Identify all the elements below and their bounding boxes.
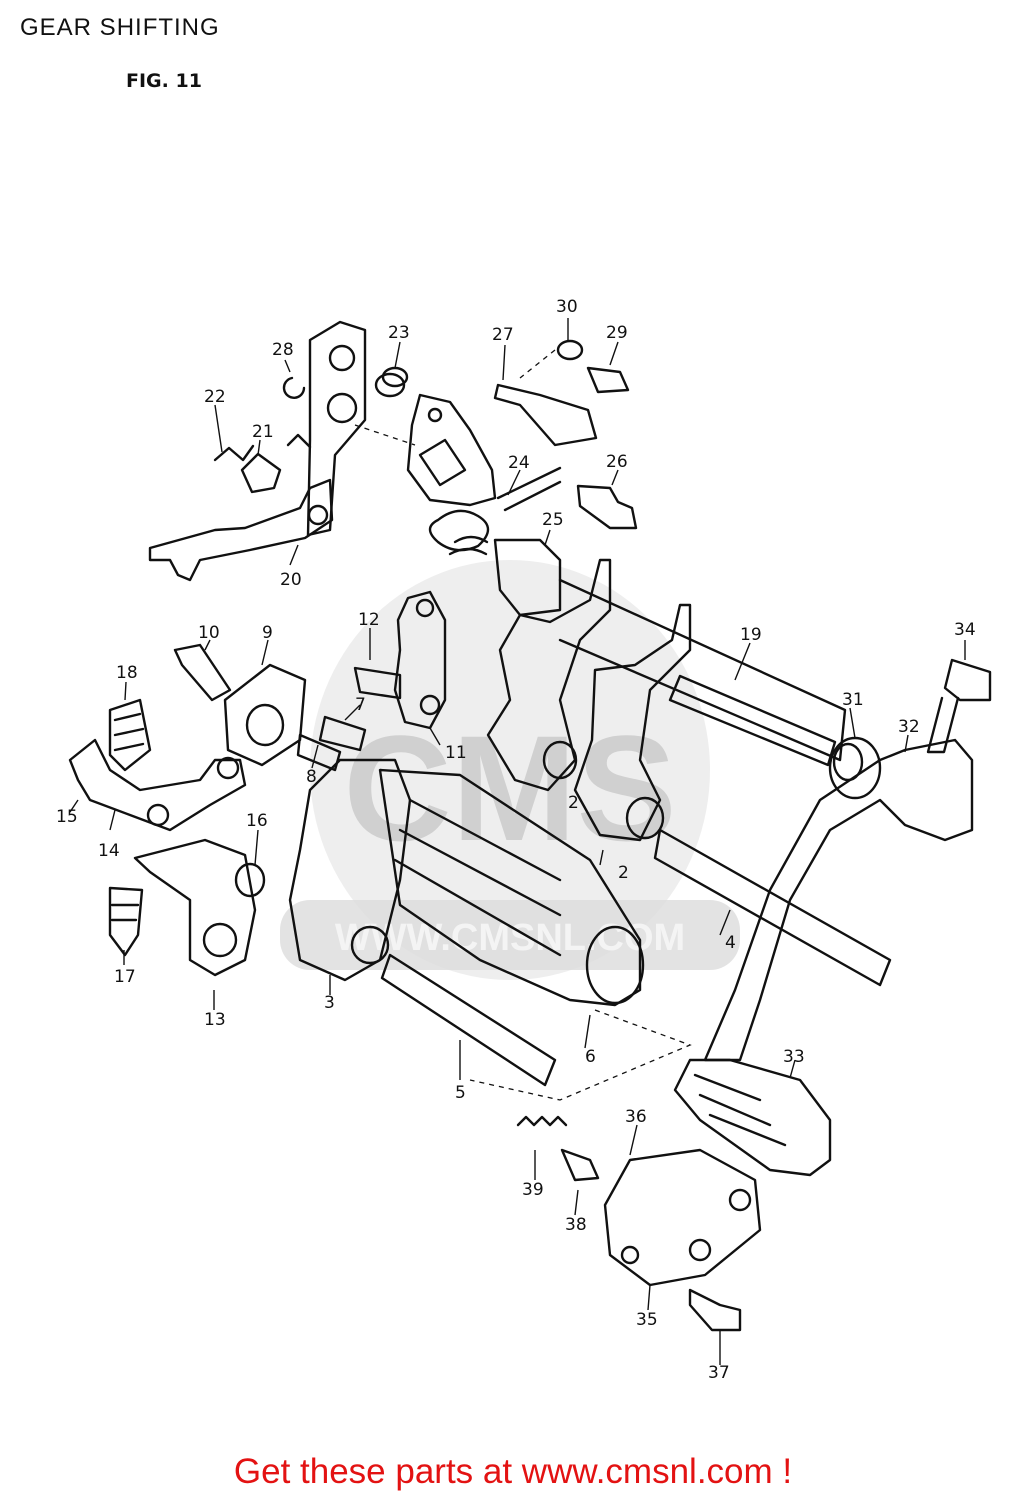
label-part-7: 7 (355, 695, 366, 715)
label-part-32: 32 (898, 717, 920, 737)
label-part-17: 17 (114, 967, 136, 987)
label-part-31: 31 (842, 690, 864, 710)
label-part-11: 11 (445, 743, 467, 763)
shift-arm-plate-20 (306, 320, 367, 537)
cover-35 (603, 1148, 762, 1287)
label-part-33: 33 (783, 1047, 805, 1067)
label-part-16: 16 (246, 811, 268, 831)
label-part-14: 14 (98, 841, 120, 861)
label-part-3: 3 (324, 993, 335, 1013)
shift-fork-2b (573, 603, 692, 842)
label-part-37: 37 (708, 1363, 730, 1383)
label-part-25: 25 (542, 510, 564, 530)
label-part-2a: 2 (618, 863, 629, 883)
label-part-13: 13 (204, 1010, 226, 1030)
page-title: GEAR SHIFTING (20, 14, 220, 41)
label-part-23: 23 (388, 323, 410, 343)
label-part-28: 28 (272, 340, 294, 360)
shift-lever-32 (703, 738, 974, 1062)
gearshift-cam-3 (288, 758, 412, 982)
label-part-10: 10 (198, 623, 220, 643)
shift-arm-20 (148, 478, 334, 582)
label-part-24: 24 (508, 453, 530, 473)
label-part-15: 15 (56, 807, 78, 827)
label-part-6: 6 (585, 1047, 596, 1067)
label-part-30: 30 (556, 297, 578, 317)
label-part-2b: 2 (568, 793, 579, 813)
figure-label: FIG. 11 (126, 70, 202, 92)
label-part-35: 35 (636, 1310, 658, 1330)
label-part-36: 36 (625, 1107, 647, 1127)
label-part-39: 39 (522, 1180, 544, 1200)
label-part-34: 34 (954, 620, 976, 640)
label-part-12: 12 (358, 610, 380, 630)
label-part-29: 29 (606, 323, 628, 343)
label-part-19: 19 (740, 625, 762, 645)
shift-fork-2a (486, 558, 612, 792)
footer-link[interactable]: Get these parts at www.cmsnl.com ! (233, 1452, 793, 1491)
gearshift-drum-6 (378, 768, 642, 1007)
label-part-9: 9 (262, 623, 273, 643)
shift-rubber-33 (673, 1058, 832, 1177)
label-part-27: 27 (492, 325, 514, 345)
label-part-38: 38 (565, 1215, 587, 1235)
label-part-21: 21 (252, 422, 274, 442)
label-part-4: 4 (725, 933, 736, 953)
label-part-22: 22 (204, 387, 226, 407)
label-part-8: 8 (306, 767, 317, 787)
label-part-26: 26 (606, 452, 628, 472)
label-part-5: 5 (455, 1083, 466, 1103)
label-part-20: 20 (280, 570, 302, 590)
label-part-18: 18 (116, 663, 138, 683)
